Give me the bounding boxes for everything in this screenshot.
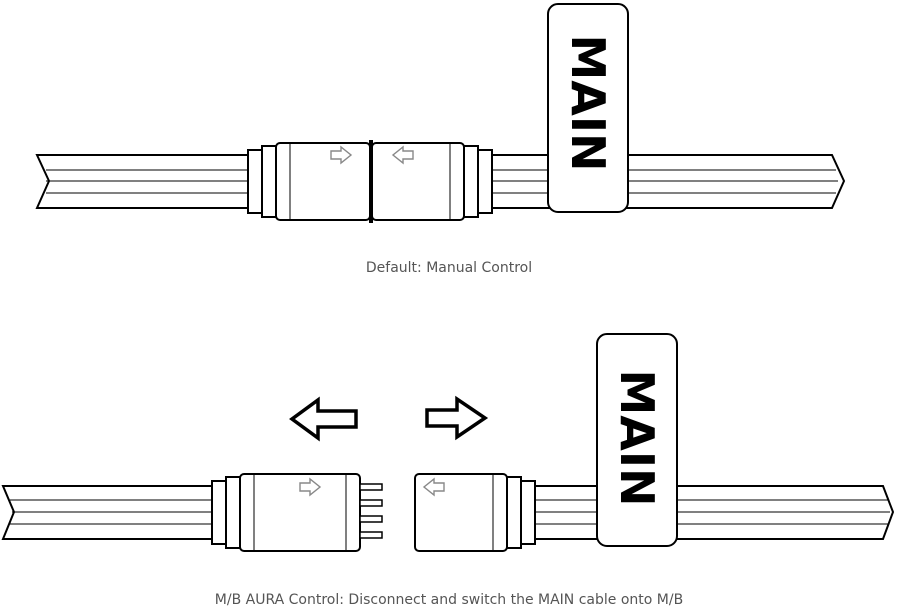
bottom-left-cable xyxy=(1,485,213,540)
bottom-right-cable xyxy=(534,485,895,540)
bottom-main-tag: MAIN xyxy=(596,333,678,547)
bottom-main-tag-label: MAIN xyxy=(610,370,664,507)
top-panel: MAIN Default: Manual Control xyxy=(35,3,846,276)
bottom-caption: M/B AURA Control: Disconnect and switch … xyxy=(215,592,683,608)
arrow-right-icon xyxy=(425,395,489,441)
top-left-cable xyxy=(35,154,249,209)
top-caption: Default: Manual Control xyxy=(366,260,532,276)
arrow-left-icon xyxy=(289,396,358,442)
connector-pins xyxy=(359,483,383,539)
bottom-panel: MAIN M/B AURA Control: Disconnect and sw… xyxy=(1,333,895,608)
top-right-connector xyxy=(371,142,493,221)
top-main-tag: MAIN xyxy=(547,3,629,213)
top-left-connector xyxy=(247,142,371,221)
bottom-left-plug xyxy=(211,473,383,552)
top-main-tag-label: MAIN xyxy=(561,35,615,172)
bottom-right-socket xyxy=(414,473,536,552)
top-right-cable xyxy=(491,154,846,209)
